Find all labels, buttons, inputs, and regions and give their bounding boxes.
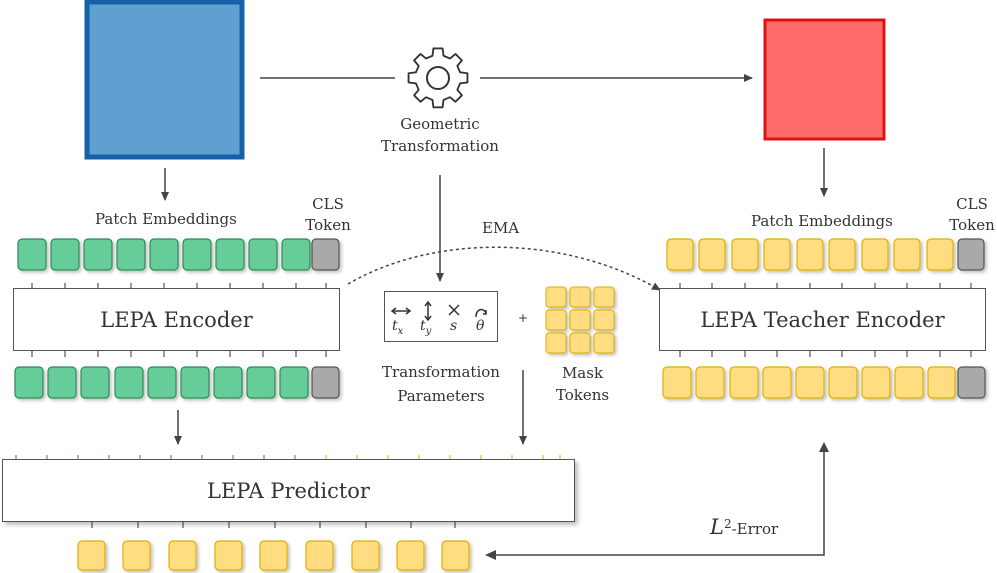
left-patch-embeddings-label: Patch Embeddings [95, 210, 237, 228]
param-s: s [450, 318, 458, 334]
mask-tokens-grid [545, 286, 615, 354]
patch-token [50, 238, 80, 271]
param-theta: θ [476, 318, 485, 334]
lepa-teacher-encoder: LEPA Teacher Encoder [659, 288, 986, 351]
left-cls-line2: Token [305, 216, 351, 234]
gear-icon [407, 47, 469, 109]
loss-arrowhead-left [485, 550, 496, 560]
patch-token [281, 238, 311, 271]
right-encoded-tokens-row [662, 366, 986, 399]
lepa-encoder: LEPA Encoder [13, 288, 340, 351]
patch-token [83, 238, 113, 271]
lepa-predictor: LEPA Predictor [2, 459, 575, 522]
mask-tokens-label: Mask Tokens [545, 362, 620, 406]
left-patch-embeddings-row [17, 238, 340, 271]
params-label-line1: Transformation [382, 363, 500, 381]
mask-label-line1: Mask [561, 364, 604, 382]
param-ty-sub: y [425, 325, 432, 337]
param-tx-symbol: t [392, 318, 398, 334]
transformation-parameters-box [384, 291, 498, 342]
right-patch-embeddings-row [666, 238, 985, 271]
transform-label-line1: Geometric [400, 115, 480, 133]
right-cls-label: CLS Token [942, 194, 997, 236]
loss-label: L2-Error [710, 515, 778, 539]
param-ty-symbol: t [420, 318, 426, 334]
mask-label-line2: Tokens [555, 386, 610, 404]
ema-arrow [347, 246, 661, 291]
lepa-predictor-label: LEPA Predictor [207, 478, 370, 503]
patch-token [248, 238, 278, 271]
predictor-output-tokens-row [77, 540, 470, 571]
right-patch-embeddings-label: Patch Embeddings [751, 212, 893, 230]
predictor-output-ticks [91, 522, 456, 528]
plus-sign: + [518, 311, 529, 325]
lepa-teacher-encoder-label: LEPA Teacher Encoder [700, 307, 945, 332]
left-encoder-output-ticks [31, 351, 327, 357]
param-tx: tx [392, 318, 403, 337]
patch-token [116, 238, 146, 271]
params-icons [390, 300, 487, 322]
transformation-parameters-label: Transformation Parameters [366, 360, 516, 408]
source-image [84, 0, 245, 160]
right-encoder-output-ticks [679, 351, 972, 357]
patch-token [17, 238, 47, 271]
right-cls-line1: CLS [956, 195, 988, 213]
left-cls-line1: CLS [312, 195, 344, 213]
cls-token [311, 238, 340, 271]
loss-arrowhead-up [819, 442, 829, 452]
lepa-encoder-label: LEPA Encoder [100, 307, 253, 332]
right-cls-line2: Token [949, 216, 995, 234]
loss-connector [488, 444, 825, 556]
param-ty: ty [420, 318, 431, 337]
transform-label-line2: Transformation [381, 137, 499, 155]
params-label-line2: Parameters [397, 387, 485, 405]
left-encoded-tokens-row [14, 366, 340, 399]
param-tx-sub: x [397, 325, 404, 337]
loss-sup: 2 [723, 517, 732, 531]
loss-symbol: L [710, 515, 724, 539]
patch-token [215, 238, 245, 271]
target-image [763, 18, 886, 141]
patch-token [182, 238, 212, 271]
left-cls-label: CLS Token [298, 194, 358, 236]
transform-label: Geometric Transformation [370, 113, 510, 157]
loss-text: -Error [731, 520, 779, 538]
ema-label: EMA [482, 219, 520, 237]
patch-token [149, 238, 179, 271]
